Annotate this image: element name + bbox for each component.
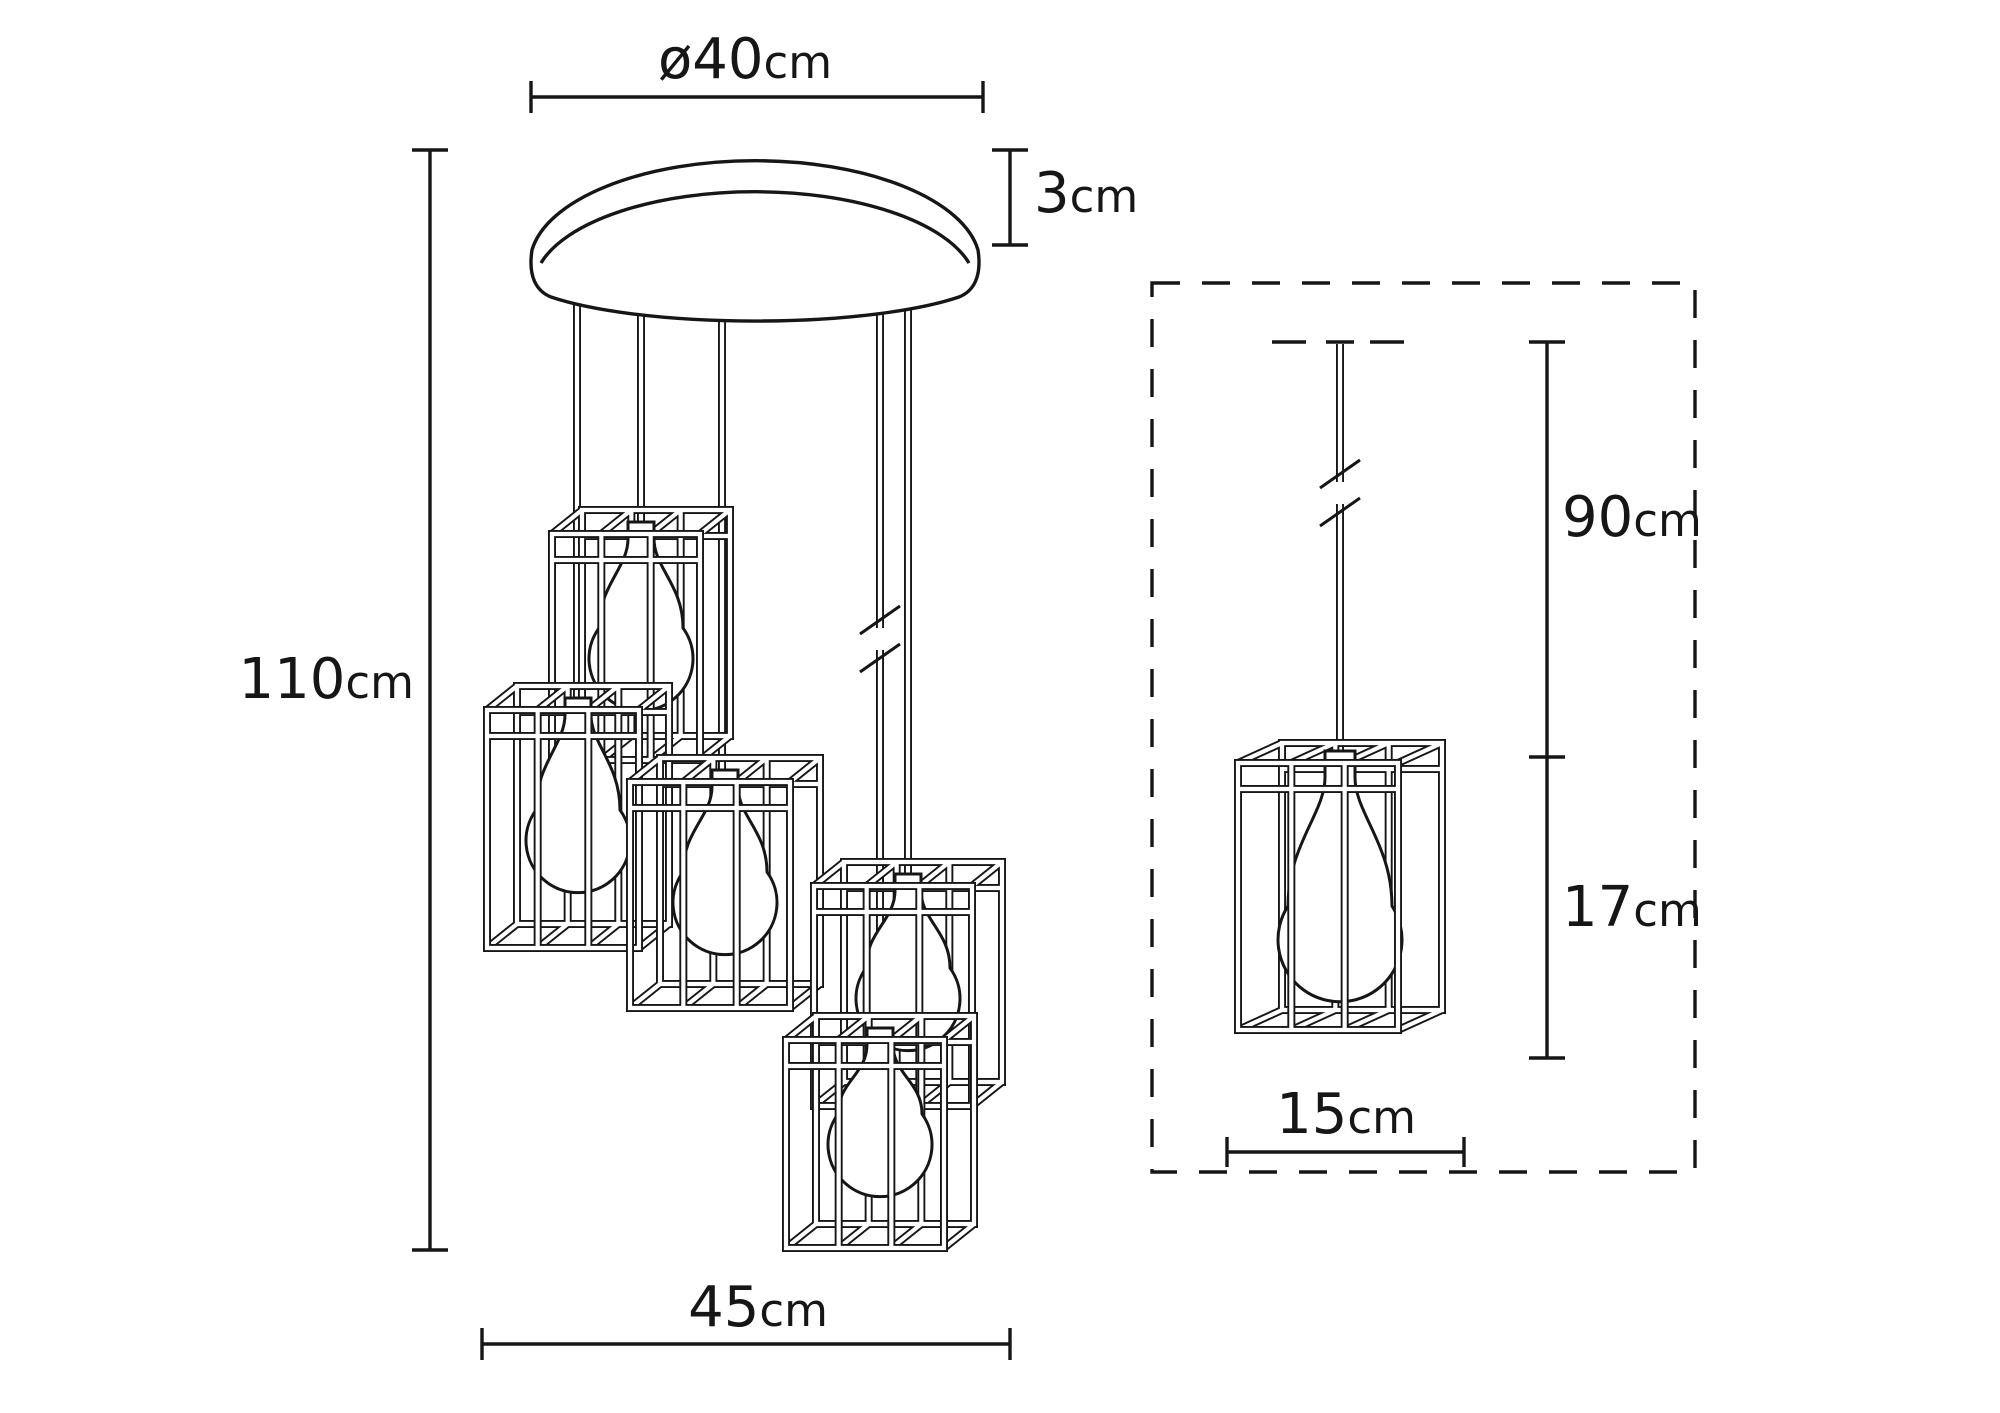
dim-line-cord-length [1529,340,1565,759]
dim-shade-width: 15cm [1225,1082,1466,1167]
dim-label-canopy-height: 3cm [1034,161,1138,226]
dim-line-overall-height [412,148,448,1252]
dim-line-shade-width [1225,1137,1466,1167]
dim-label-cluster-width: 45cm [688,1275,828,1340]
dim-shade-height: 17cm [1529,757,1702,1060]
dim-diameter: ø40cm [529,27,985,113]
cage-shade-3-bulb [671,768,779,957]
cage-shades [483,506,1006,1252]
detail-cord [1319,344,1361,751]
cage-shade-3 [626,754,824,1012]
pendant-cluster-view [483,159,1006,1252]
cage-shade-2 [483,682,673,952]
detail-cage-shade [1234,739,1446,1034]
dim-line-canopy-height [992,148,1028,247]
ceiling-canopy [529,159,981,323]
dim-label-shade-width: 15cm [1276,1082,1416,1147]
cage-shade-5 [782,1012,978,1252]
dim-label-diameter: ø40cm [658,27,832,92]
canopy-body [529,159,981,323]
cord-break-icon [1319,458,1361,528]
dim-cluster-width: 45cm [480,1275,1012,1360]
canopy-rim-line [539,190,971,264]
dim-line-diameter [529,81,985,113]
dim-canopy-height: 3cm [992,148,1138,247]
dim-overall-height: 110cm [239,148,448,1252]
detail-pendant [1234,344,1446,1034]
dim-line-cluster-width [480,1328,1012,1360]
dim-label-overall-height: 110cm [239,647,414,712]
dim-label-cord-length: 90cm [1562,485,1702,550]
dim-label-shade-height: 17cm [1562,875,1702,940]
dim-cord-length: 90cm [1529,340,1702,759]
single-pendant-detail-view [1150,281,1697,1174]
detail-panel-border [1150,281,1697,1174]
dim-line-shade-height [1529,757,1565,1060]
cord-break-icon [859,604,901,674]
